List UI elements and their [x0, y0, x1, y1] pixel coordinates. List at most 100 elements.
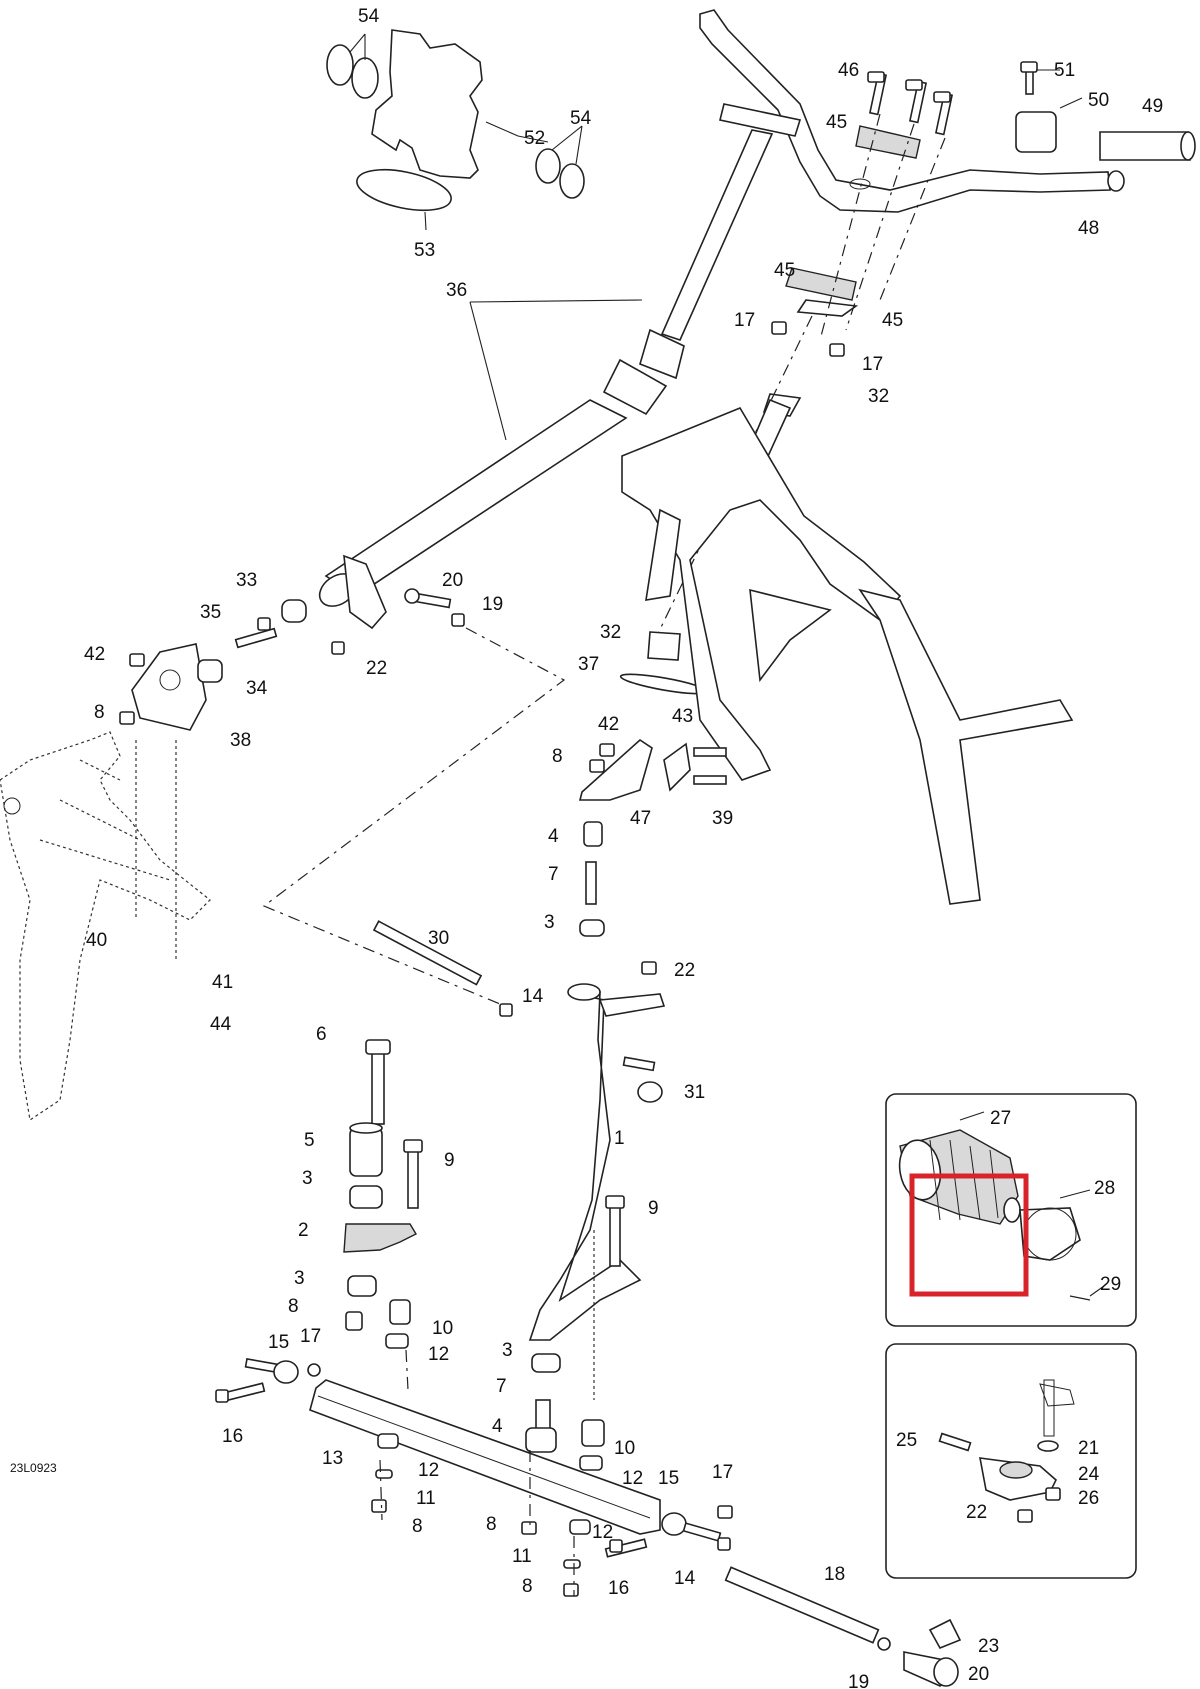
callout-16: 16: [222, 1426, 243, 1447]
red-highlight-box: [909, 1173, 1029, 1297]
callout-3: 3: [502, 1340, 513, 1361]
frame-right: [621, 398, 1074, 905]
callout-18: 18: [824, 1564, 845, 1585]
callout-35: 35: [200, 602, 221, 623]
callout-11: 11: [416, 1488, 436, 1509]
callout-17: 17: [734, 310, 755, 331]
callout-8: 8: [552, 746, 563, 767]
callout-51: 51: [1054, 60, 1075, 81]
grip-group: [1015, 61, 1196, 161]
callout-40: 40: [86, 930, 107, 951]
callout-39: 39: [712, 808, 733, 829]
callout-38: 38: [230, 730, 251, 751]
callout-32: 32: [600, 622, 621, 643]
callout-19: 19: [482, 594, 503, 615]
inset-boot-panel: [885, 1093, 1137, 1327]
callout-6: 6: [316, 1024, 327, 1045]
callout-labels: 54 54 52 53 46 51 50 49 45 48 45 45 17 1…: [84, 6, 1163, 1689]
callout-10: 10: [432, 1318, 453, 1339]
callout-53: 53: [414, 240, 435, 261]
callout-28: 28: [1094, 1178, 1115, 1199]
inset-ball-joint-panel: [885, 1343, 1137, 1579]
callout-41: 41: [212, 972, 233, 993]
callout-7: 7: [548, 864, 559, 885]
callout-11: 11: [512, 1546, 532, 1567]
callout-9: 9: [444, 1150, 455, 1171]
callout-54: 54: [358, 6, 380, 27]
callout-19: 19: [848, 1672, 869, 1689]
drawing-code: 23L0923: [10, 1461, 57, 1475]
callout-3: 3: [294, 1268, 305, 1289]
steering-column-36: [318, 103, 802, 630]
callout-1: 1: [614, 1128, 625, 1149]
callout-12: 12: [622, 1468, 643, 1489]
callout-25: 25: [896, 1430, 917, 1451]
callout-42: 42: [598, 714, 619, 735]
callout-43: 43: [672, 706, 693, 727]
callout-42: 42: [84, 644, 105, 665]
relay-rod-assembly: [309, 1230, 661, 1597]
callout-45: 45: [826, 112, 847, 133]
callout-12: 12: [428, 1344, 449, 1365]
callout-30: 30: [428, 928, 449, 949]
callout-8: 8: [288, 1296, 299, 1317]
callout-3: 3: [302, 1168, 313, 1189]
callout-9: 9: [648, 1198, 659, 1219]
handlebar-clamp-group: [785, 71, 954, 341]
callout-17: 17: [300, 1326, 321, 1347]
callout-10: 10: [614, 1438, 635, 1459]
callout-50: 50: [1088, 90, 1109, 111]
callout-21: 21: [1078, 1438, 1099, 1459]
callout-54: 54: [570, 108, 592, 129]
callout-16: 16: [608, 1578, 629, 1599]
column-hardware-group: [234, 588, 566, 1005]
callout-7: 7: [496, 1376, 507, 1397]
callout-32: 32: [868, 386, 889, 407]
callout-5: 5: [304, 1130, 315, 1151]
callout-22: 22: [366, 658, 387, 679]
callout-13: 13: [322, 1448, 343, 1469]
callout-45: 45: [774, 260, 795, 281]
callout-23: 23: [978, 1636, 999, 1657]
callout-8: 8: [522, 1576, 533, 1597]
bracket-38-group: [119, 643, 223, 960]
callout-33: 33: [236, 570, 257, 591]
callout-22: 22: [674, 960, 695, 981]
callout-45: 45: [882, 310, 903, 331]
callout-20: 20: [442, 570, 463, 591]
callout-4: 4: [492, 1416, 503, 1437]
callout-17: 17: [712, 1462, 733, 1483]
tie-rod-group: [215, 1358, 962, 1687]
callout-24: 24: [1078, 1464, 1100, 1485]
callout-48: 48: [1078, 218, 1099, 239]
callout-15: 15: [268, 1332, 289, 1353]
callout-8: 8: [486, 1514, 497, 1535]
callout-8: 8: [412, 1516, 423, 1537]
callout-31: 31: [684, 1082, 705, 1103]
callout-4: 4: [548, 826, 559, 847]
frame-left-ghost: [0, 731, 211, 1122]
callout-2: 2: [298, 1220, 309, 1241]
callout-44: 44: [210, 1014, 232, 1035]
callout-26: 26: [1078, 1488, 1099, 1509]
callout-3: 3: [544, 912, 555, 933]
handlebar-boot-group: [326, 29, 585, 231]
callout-14: 14: [522, 986, 544, 1007]
callout-29: 29: [1100, 1274, 1121, 1295]
callout-17: 17: [862, 354, 883, 375]
callout-49: 49: [1142, 96, 1163, 117]
bracket-47-group: [578, 738, 727, 801]
callout-15: 15: [658, 1468, 679, 1489]
callout-47: 47: [630, 808, 651, 829]
callout-22: 22: [966, 1502, 987, 1523]
callout-8: 8: [94, 702, 105, 723]
callout-34: 34: [246, 678, 268, 699]
callout-52: 52: [524, 128, 545, 149]
callout-12: 12: [592, 1522, 613, 1543]
callout-36: 36: [446, 280, 467, 301]
callout-14: 14: [674, 1568, 696, 1589]
callout-20: 20: [968, 1664, 989, 1685]
callout-46: 46: [838, 60, 859, 81]
callout-27: 27: [990, 1108, 1011, 1129]
